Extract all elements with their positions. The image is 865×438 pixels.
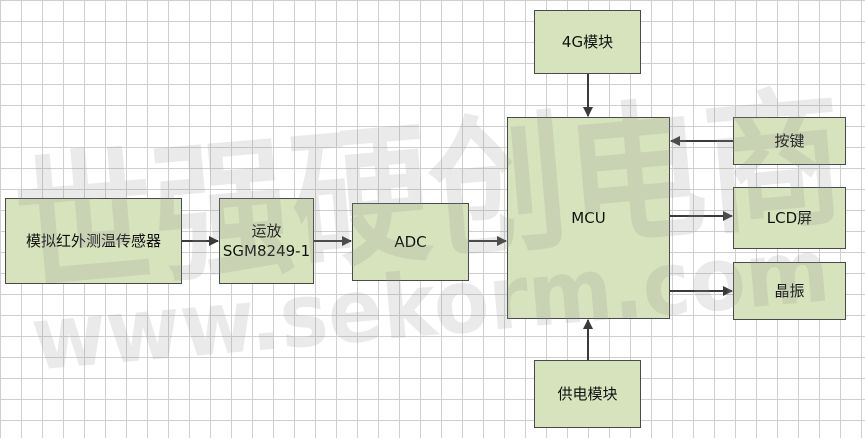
- block-keys: 按键: [733, 117, 846, 165]
- block-crystal-oscillator-label: 晶振: [774, 282, 805, 300]
- block-lcd-screen-label: LCD屏: [766, 209, 813, 227]
- block-lcd-screen: LCD屏: [733, 187, 846, 249]
- block-mcu: MCU: [507, 117, 670, 319]
- block-power-module: 供电模块: [534, 360, 641, 428]
- block-op-amp: 运放 SGM8249-1: [219, 198, 314, 284]
- block-op-amp-part-number: SGM8249-1: [222, 242, 311, 260]
- block-adc-label: ADC: [394, 233, 427, 251]
- block-crystal-oscillator: 晶振: [733, 262, 846, 320]
- block-4g-module-label: 4G模块: [561, 33, 614, 51]
- block-power-module-label: 供电模块: [557, 385, 618, 403]
- block-adc: ADC: [352, 203, 469, 281]
- block-ir-temperature-sensor-label: 模拟红外测温传感器: [25, 232, 161, 250]
- block-4g-module: 4G模块: [534, 10, 641, 74]
- block-ir-temperature-sensor: 模拟红外测温传感器: [5, 198, 182, 284]
- block-mcu-label: MCU: [571, 209, 606, 227]
- block-keys-label: 按键: [774, 132, 805, 150]
- block-op-amp-label: 运放: [251, 222, 282, 240]
